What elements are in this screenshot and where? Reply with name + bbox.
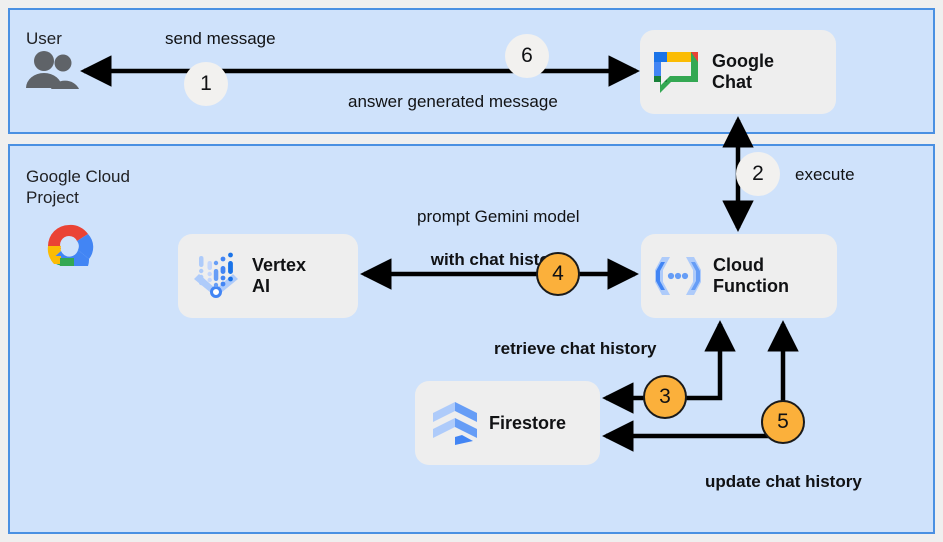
label-retrieve-chat-history: retrieve chat history xyxy=(494,339,657,358)
cloud-function-icon xyxy=(651,249,705,303)
label-answer-generated-message: answer generated message xyxy=(348,92,558,111)
step-badge-2[interactable]: 2 xyxy=(736,152,780,196)
label-prompt-line1: prompt Gemini model xyxy=(417,207,580,227)
label-execute: execute xyxy=(795,165,855,184)
step-badge-5[interactable]: 5 xyxy=(761,400,805,444)
card-vertex-ai[interactable]: Vertex AI xyxy=(178,234,358,318)
label-update-chat-history: update chat history xyxy=(705,472,862,491)
step-badge-1[interactable]: 1 xyxy=(184,62,228,106)
card-firestore-label: Firestore xyxy=(489,412,567,433)
card-google-chat[interactable]: Google Chat xyxy=(640,30,836,114)
card-cloud-function[interactable]: Cloud Function xyxy=(641,234,837,318)
step-badge-4[interactable]: 4 xyxy=(536,252,580,296)
card-firestore[interactable]: Firestore xyxy=(415,381,600,465)
label-send-message: send message xyxy=(165,29,276,48)
panel-google-cloud-project-title: Google Cloud Project xyxy=(26,167,130,208)
card-google-chat-label: Google Chat xyxy=(712,51,774,92)
firestore-icon xyxy=(429,397,481,449)
step-badge-3[interactable]: 3 xyxy=(643,375,687,419)
users-icon xyxy=(24,50,80,95)
panel-user-title: User xyxy=(26,29,62,48)
card-vertex-ai-label: Vertex AI xyxy=(252,255,307,296)
vertex-ai-icon xyxy=(188,248,244,304)
card-cloud-function-label: Cloud Function xyxy=(713,255,789,296)
step-badge-6[interactable]: 6 xyxy=(505,34,549,78)
google-chat-icon xyxy=(650,46,702,98)
google-cloud-icon xyxy=(38,222,100,277)
